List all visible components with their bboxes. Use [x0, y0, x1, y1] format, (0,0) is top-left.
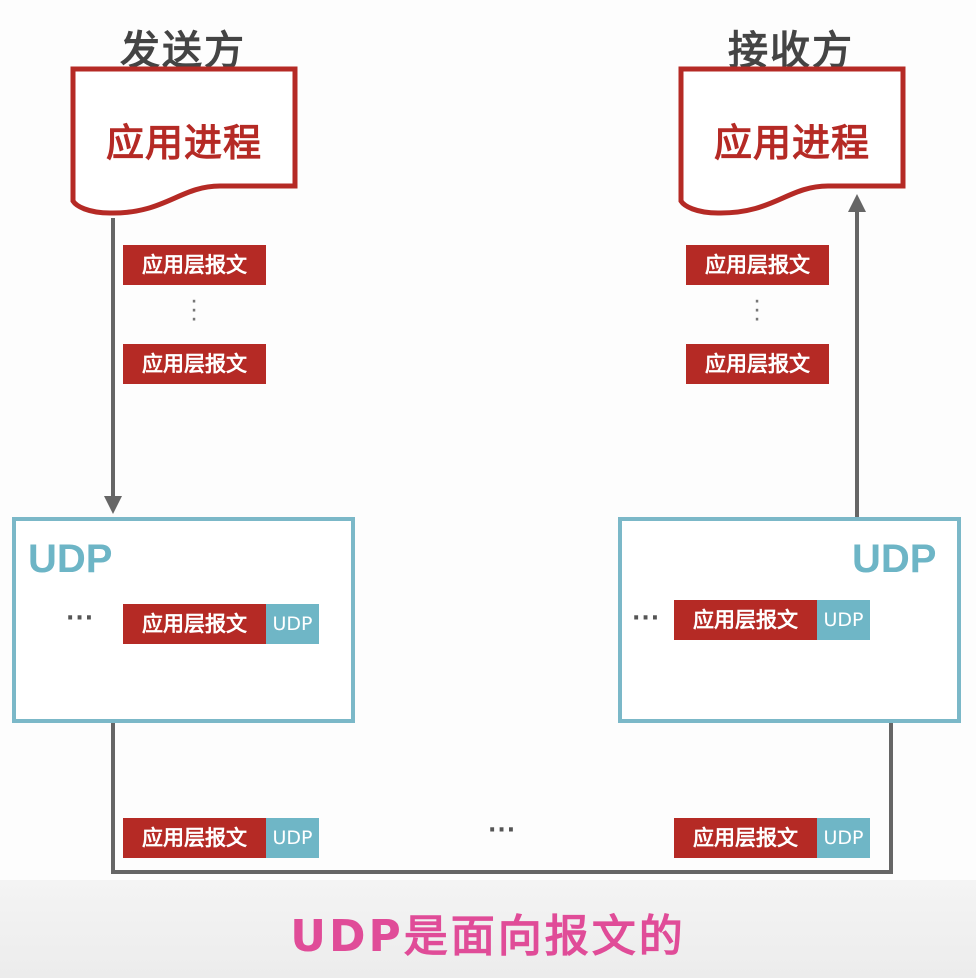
receiver-vertical-dots: ···	[754, 294, 760, 328]
sender-vertical-dots: ···	[191, 294, 197, 328]
sender-app-message-1: 应用层报文	[123, 245, 266, 285]
sender-app-message-2: 应用层报文	[123, 344, 266, 384]
receiver-up-arrow	[848, 194, 866, 212]
sender-down-arrow	[104, 496, 122, 514]
sender-udp-label: UDP	[28, 537, 113, 581]
receiver-udp-header: UDP	[817, 600, 870, 640]
sender-udp-header: UDP	[266, 604, 319, 644]
receiver-udp-payload: 应用层报文	[674, 600, 817, 640]
footer-band	[0, 880, 976, 978]
network-packet-right-payload: 应用层报文	[674, 818, 817, 858]
receiver-app-message-1: 应用层报文	[686, 245, 829, 285]
network-packet-left-payload: 应用层报文	[123, 818, 266, 858]
network-ellipsis: ···	[488, 818, 517, 843]
network-packet-left-header: UDP	[266, 818, 319, 858]
receiver-process-shape	[678, 66, 906, 216]
sender-title: 发送方	[120, 28, 246, 74]
sender-process-shape	[70, 66, 298, 216]
network-path	[111, 722, 893, 874]
network-packet-right-header: UDP	[817, 818, 870, 858]
sender-process-label: 应用进程	[105, 121, 262, 165]
receiver-udp-label: UDP	[852, 537, 937, 581]
receiver-udp-ellipsis: ···	[632, 606, 661, 631]
receiver-process-label: 应用进程	[713, 121, 870, 165]
sender-udp-payload: 应用层报文	[123, 604, 266, 644]
footer-caption: UDP是面向报文的	[290, 911, 686, 962]
receiver-app-message-2: 应用层报文	[686, 344, 829, 384]
sender-udp-ellipsis: ···	[66, 606, 95, 631]
receiver-title: 接收方	[728, 28, 854, 74]
